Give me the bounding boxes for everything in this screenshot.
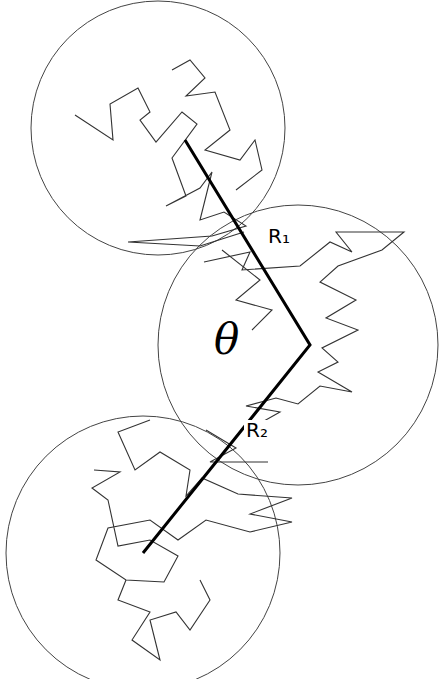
- blob-circle: [6, 416, 280, 679]
- angle-label: θ: [213, 318, 240, 362]
- vector-label: R₁: [266, 226, 292, 247]
- polymer-chain: [75, 88, 246, 246]
- vector-label: R₂: [244, 420, 270, 441]
- polymer-chain: [204, 232, 404, 430]
- end-to-end-vector: [143, 140, 310, 553]
- polymer-chain: [92, 420, 292, 582]
- blob-circle: [31, 1, 285, 255]
- polymer-chain: [118, 580, 210, 660]
- polymer-chain: [172, 60, 262, 190]
- blob-circle: [158, 205, 438, 485]
